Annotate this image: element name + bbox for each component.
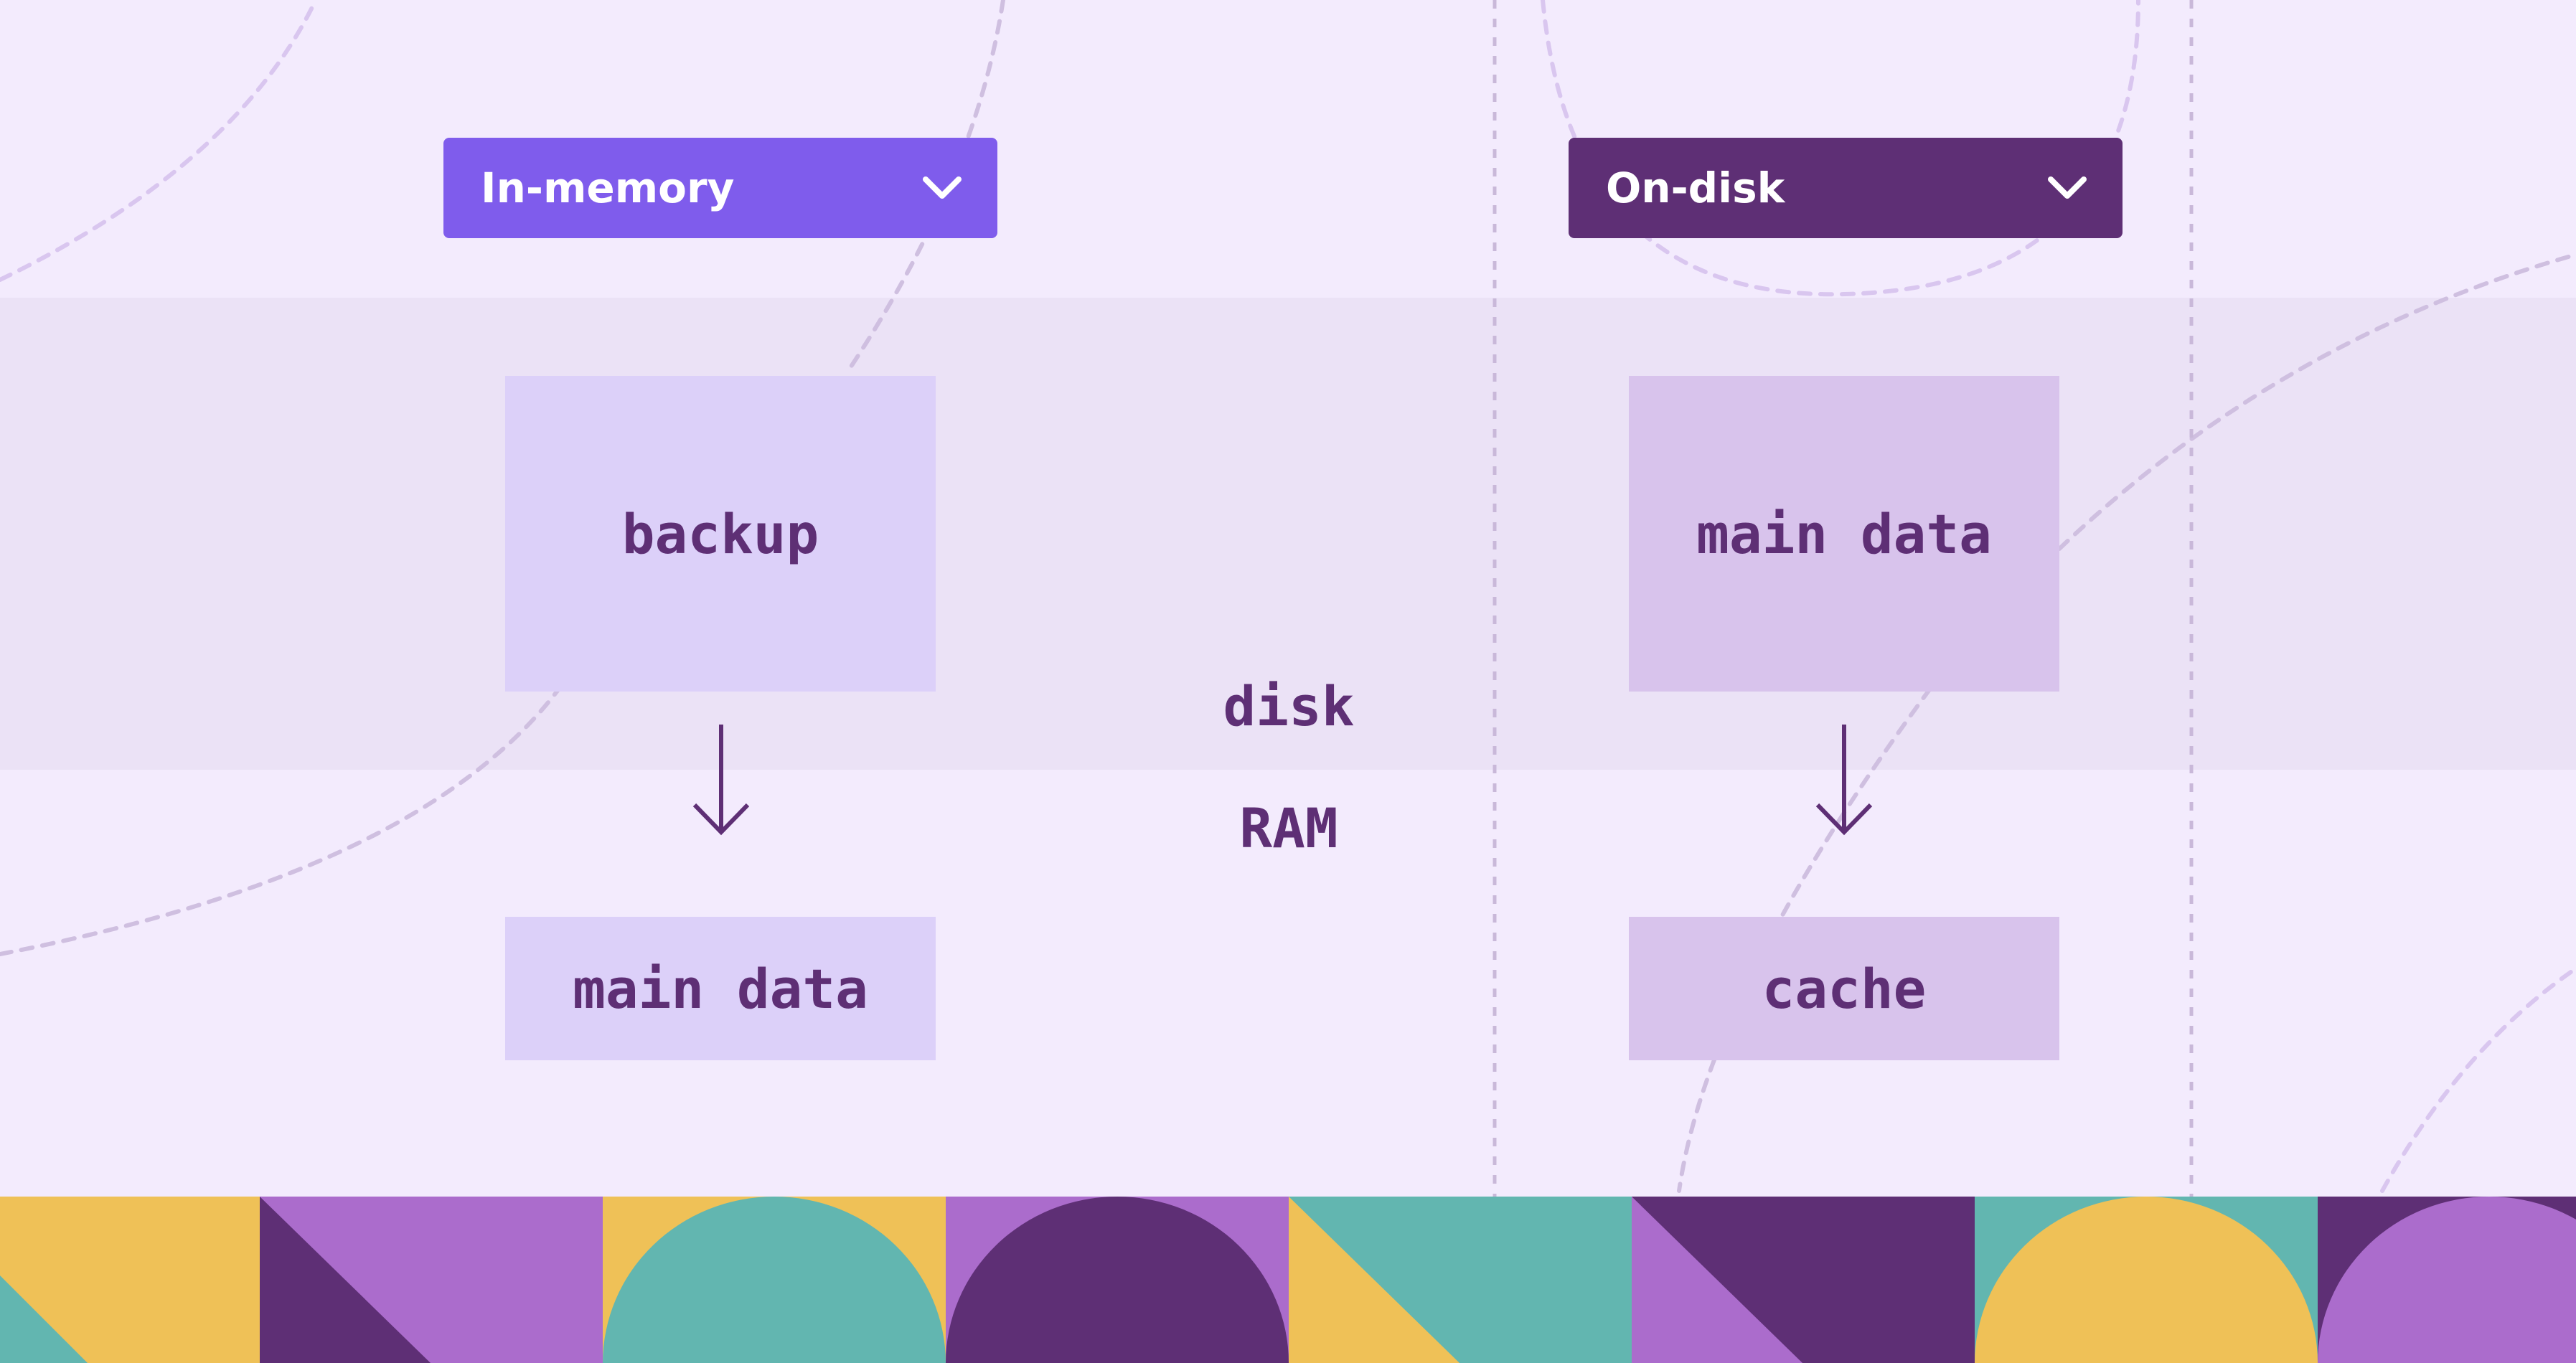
in-memory-main-data-box: main data [505, 917, 936, 1060]
on-disk-dropdown[interactable]: On-disk [1569, 138, 2123, 238]
arrow-down-icon [692, 725, 750, 836]
ram-tier-label: RAM [1239, 796, 1338, 860]
disk-tier-band [0, 298, 2576, 770]
arrow-down-icon [1815, 725, 1873, 836]
on-disk-dropdown-label: On-disk [1606, 164, 1785, 212]
cache-box: cache [1629, 917, 2059, 1060]
backup-box: backup [505, 376, 936, 692]
chevron-down-icon [923, 176, 962, 199]
footer-pattern [0, 1197, 2576, 1363]
in-memory-dropdown-label: In-memory [481, 164, 735, 212]
on-disk-main-data-box: main data [1629, 376, 2059, 692]
disk-tier-label: disk [1223, 674, 1355, 738]
in-memory-dropdown[interactable]: In-memory [443, 138, 997, 238]
chevron-down-icon [2048, 176, 2087, 199]
